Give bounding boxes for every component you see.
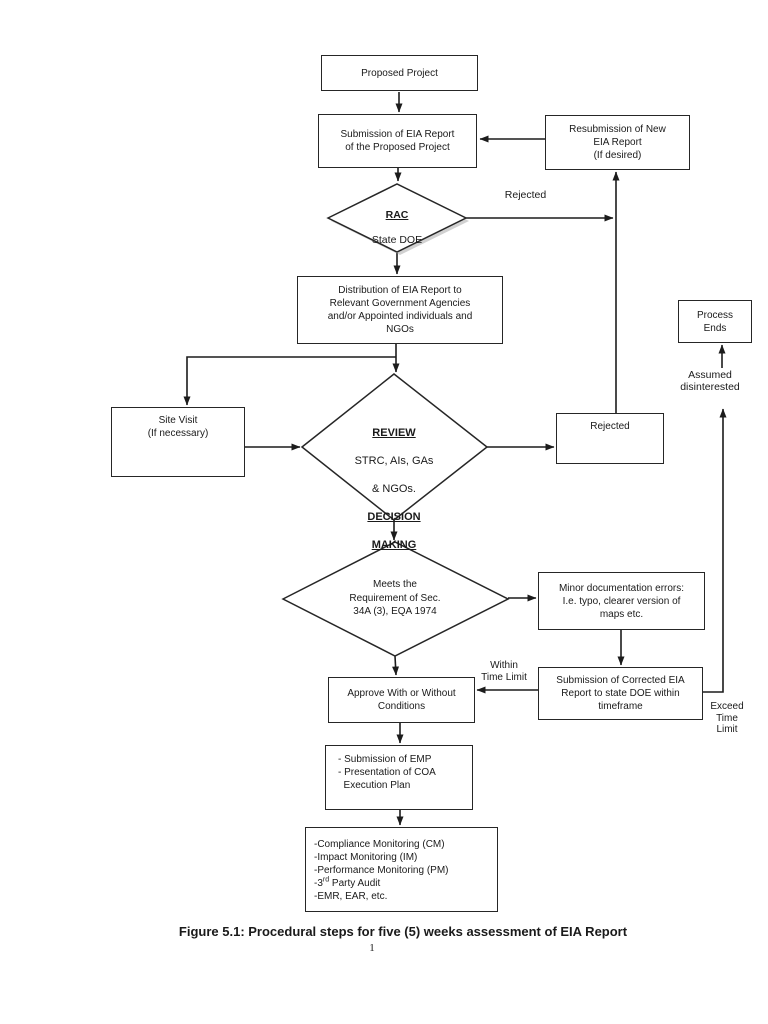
label-rejected: Rejected	[504, 189, 547, 201]
review-line-4: DECISION	[367, 511, 421, 523]
node-site-visit: Site Visit (If necessary)	[111, 407, 245, 477]
monitoring-line-4-pre: -3	[314, 878, 323, 889]
review-diamond-label: REVIEW STRC, AIs, GAs & NGOs. DECISION M…	[324, 412, 464, 566]
edge-meets-to-approve	[392, 655, 400, 676]
label-exceed-time-limit: Exceed Time Limit	[710, 701, 744, 735]
node-corrected-submission: Submission of Corrected EIA Report to st…	[538, 667, 703, 720]
node-emp: - Submission of EMP - Presentation of CO…	[325, 745, 473, 810]
node-process-ends: Process Ends	[678, 300, 752, 343]
node-rejected: Rejected	[556, 413, 664, 464]
rac-title: RAC	[385, 208, 409, 221]
node-resubmission: Resubmission of New EIA Report (If desir…	[545, 115, 690, 170]
figure-caption: Figure 5.1: Procedural steps for five (5…	[178, 924, 628, 939]
edge-distribution-to-sitevisit	[183, 356, 396, 406]
node-distribution: Distribution of EIA Report to Relevant G…	[297, 276, 503, 344]
node-proposed-project: Proposed Project	[321, 55, 478, 91]
label-assumed-disinterested: Assumed disinterested	[680, 369, 740, 393]
monitoring-line-4: -3rd Party Audit	[314, 877, 495, 890]
monitoring-line-4-post: Party Audit	[329, 878, 381, 889]
rac-diamond-label: RAC State DOE	[337, 196, 457, 259]
node-approve: Approve With or Without Conditions	[328, 677, 475, 723]
review-line-1: REVIEW	[372, 427, 416, 439]
page-number: 1	[369, 942, 375, 954]
monitoring-line-4-sup: rd	[322, 876, 330, 884]
review-line-3: & NGOs.	[371, 483, 416, 495]
node-minor-errors: Minor documentation errors: I.e. typo, c…	[538, 572, 705, 630]
edge-corrected-exceed-up	[703, 408, 727, 693]
meets-diamond-label: Meets the Requirement of Sec. 34A (3), E…	[349, 579, 441, 617]
review-line-2: STRC, AIs, GAs	[354, 455, 434, 467]
rac-subtitle: State DOE	[371, 233, 423, 246]
monitoring-line-2: -Impact Monitoring (IM)	[314, 852, 418, 863]
node-submission-eia: Submission of EIA Report of the Proposed…	[318, 114, 477, 168]
review-line-5: MAKING	[371, 539, 417, 551]
monitoring-line-3: -Performance Monitoring (PM)	[314, 865, 449, 876]
monitoring-line-1: -Compliance Monitoring (CM)	[314, 839, 445, 850]
label-within-time-limit: Within Time Limit	[481, 660, 527, 683]
node-monitoring: -Compliance Monitoring (CM) -Impact Moni…	[305, 827, 498, 912]
monitoring-line-5: -EMR, EAR, etc.	[314, 891, 388, 902]
